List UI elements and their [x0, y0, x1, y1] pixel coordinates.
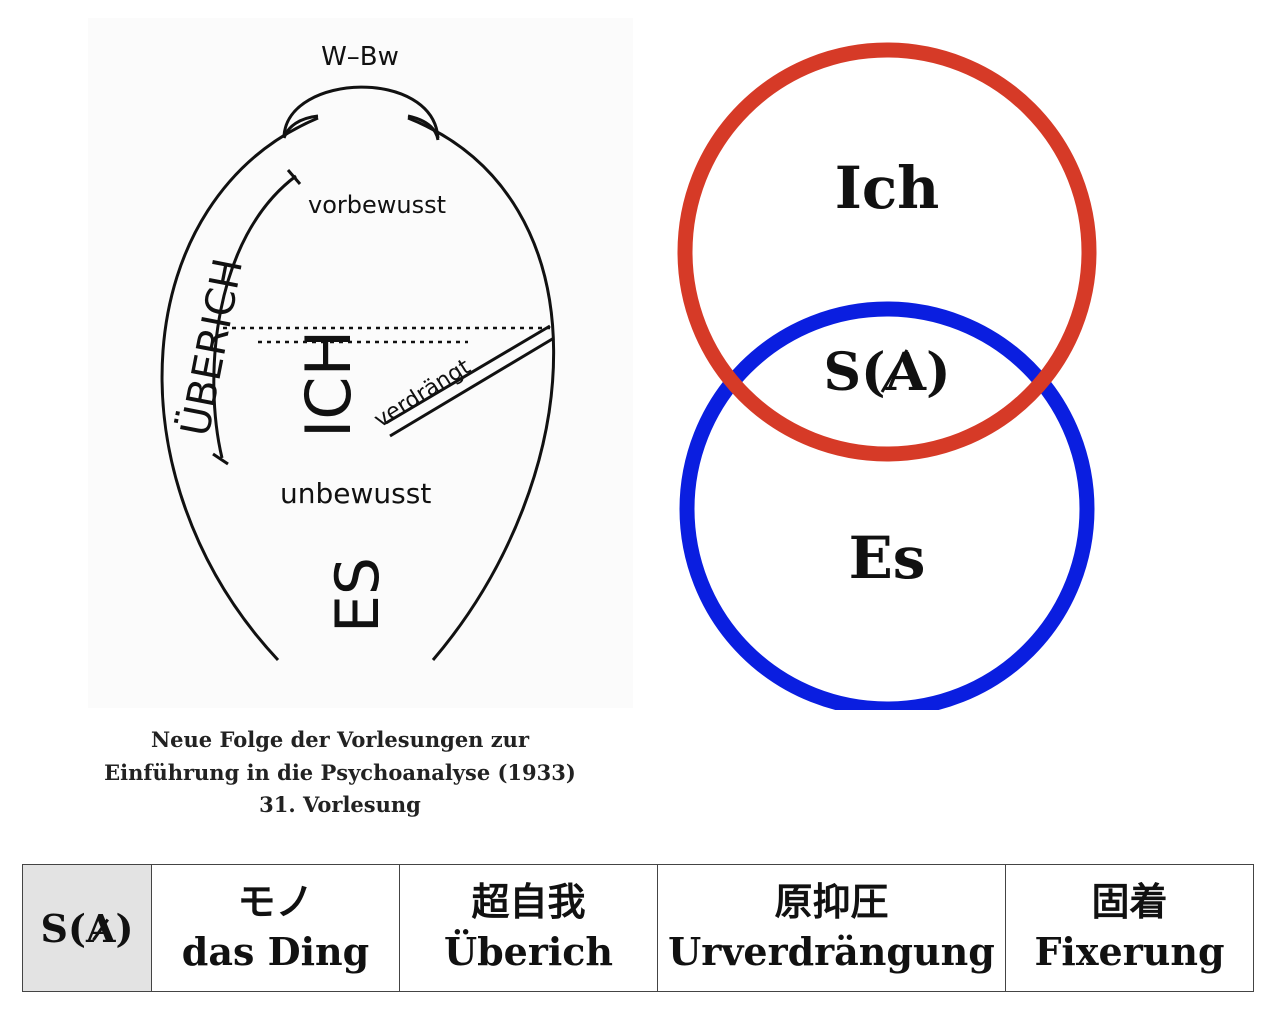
ueberich-arc-bottom-tick [212, 452, 229, 466]
term-de: Fixerung [1034, 929, 1225, 975]
ich-label: ICH [292, 330, 365, 438]
vorbewusst-label: vorbewusst [308, 191, 446, 219]
outer-outline-right [407, 116, 556, 661]
table-cell-fixerung: 固着 Fixerung [1005, 864, 1254, 992]
w-bw-label: W–Bw [321, 42, 399, 72]
ueberich-arc [212, 174, 297, 459]
freud-structural-model: W–Bw ÜBERICH vorbewusst ICH verdrängt un… [88, 18, 633, 708]
barred-a: A [85, 905, 116, 951]
ich-circle [677, 42, 1097, 462]
terms-table: S(A) モノ das Ding 超自我 Überich 原抑圧 Urverdr… [22, 864, 1254, 992]
table-cell-urverdraengung: 原抑圧 Urverdrängung [657, 864, 1006, 992]
hook-right [407, 114, 440, 141]
table-row: S(A) モノ das Ding 超自我 Überich 原抑圧 Urverdr… [22, 864, 1254, 992]
table-header-cell: S(A) [22, 864, 152, 992]
es-label: Es [849, 524, 926, 592]
term-de: Überich [443, 929, 614, 975]
s-barred-a-label: S(A) [823, 342, 950, 403]
a-bar-stroke [880, 349, 909, 393]
perception-dome [282, 85, 440, 139]
header-suffix: ) [115, 905, 134, 951]
unbewusst-label: unbewusst [280, 477, 431, 510]
hook-left [282, 114, 319, 139]
outer-outline-left [160, 116, 319, 662]
caption-line-2: Einführung in die Psychoanalyse (1933) [104, 759, 576, 785]
freud-caption: Neue Folge der Vorlesungen zur Einführun… [60, 724, 620, 822]
term-jp: 原抑圧 [774, 879, 889, 924]
sketch-background [88, 18, 633, 708]
repression-line-b [389, 336, 555, 438]
term-jp: 超自我 [471, 879, 586, 924]
table-cell-ueberich: 超自我 Überich [399, 864, 658, 992]
term-de: das Ding [181, 929, 370, 975]
term-de: Urverdrängung [668, 929, 995, 975]
header-prefix: S( [40, 905, 86, 951]
table-cell-das-ding: モノ das Ding [151, 864, 400, 992]
caption-line-1: Neue Folge der Vorlesungen zur [150, 727, 530, 752]
ueberich-arc-top-tick [286, 169, 302, 185]
repression-line-a [385, 324, 551, 425]
ich-es-venn-diagram: Ich S(A) Es [677, 42, 1097, 710]
term-jp: 固着 [1091, 879, 1168, 924]
ich-label: Ich [835, 154, 940, 222]
es-label: ES [323, 557, 393, 633]
es-circle [679, 301, 1095, 710]
caption-line-3: 31. Vorlesung [259, 792, 421, 818]
term-jp: モノ [237, 879, 314, 924]
